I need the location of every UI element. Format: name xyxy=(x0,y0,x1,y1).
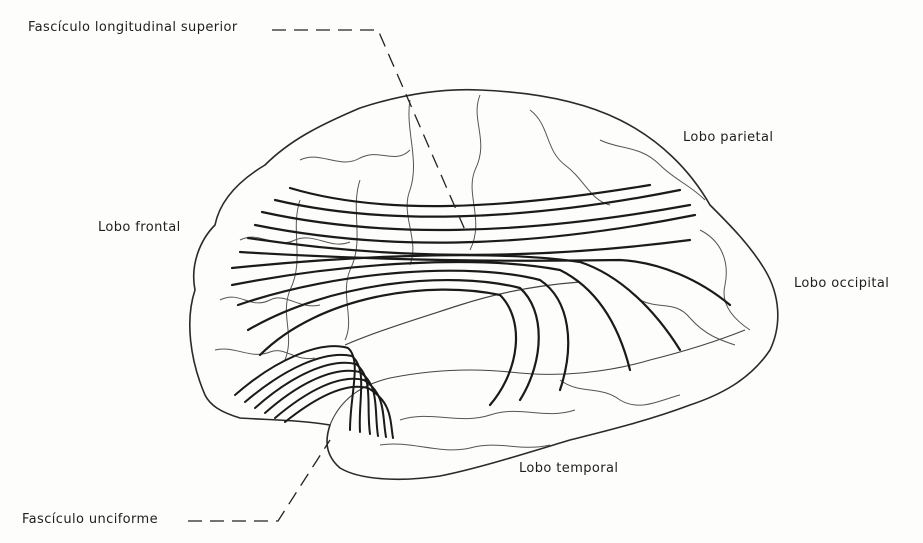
sylvian-fissure xyxy=(344,281,581,346)
fiber xyxy=(236,269,570,392)
fiber xyxy=(246,278,540,402)
sulcus xyxy=(344,179,361,341)
frontal-lobe-label: Lobo frontal xyxy=(98,220,181,235)
sulcus xyxy=(699,229,751,331)
gyri-sulci xyxy=(214,94,751,451)
fiber xyxy=(273,188,682,218)
fiber xyxy=(284,385,394,439)
occipital-lobe-label: Lobo occipital xyxy=(794,276,890,291)
uncinate-fibers xyxy=(234,345,394,439)
fiber xyxy=(274,377,387,438)
fiber xyxy=(254,361,371,435)
fiber xyxy=(264,369,379,437)
sulcus xyxy=(406,99,414,266)
fiber xyxy=(260,203,692,232)
parietal-lobe-label: Lobo parietal xyxy=(683,130,774,145)
fiber xyxy=(288,183,652,208)
fiber xyxy=(253,213,697,244)
slf-leader-line xyxy=(272,29,466,231)
superior-longitudinal-fibers xyxy=(230,183,732,407)
fiber xyxy=(258,288,518,407)
uncinate-leader-line xyxy=(188,439,331,522)
sulcus xyxy=(214,348,316,360)
fiber xyxy=(244,353,363,433)
fiber xyxy=(230,254,682,352)
temporal-lobe-label: Lobo temporal xyxy=(519,461,619,476)
fiber xyxy=(246,236,692,256)
sulcus xyxy=(379,443,551,451)
sulcus xyxy=(559,379,681,406)
fiber xyxy=(234,345,356,431)
fiber xyxy=(230,260,632,372)
uncinate-fasciculus-label: Fascículo unciforme xyxy=(22,512,159,527)
sulcus xyxy=(399,409,576,421)
sulcus xyxy=(239,236,351,245)
sulcus xyxy=(284,199,301,361)
sulcus xyxy=(599,139,706,201)
sulcus xyxy=(299,149,411,163)
brain-outline xyxy=(189,88,779,481)
sulcus xyxy=(639,299,736,346)
sulcus xyxy=(529,109,611,206)
superior-longitudinal-fasciculus-label: Fascículo longitudinal superior xyxy=(28,20,238,35)
sulcus xyxy=(469,94,482,251)
